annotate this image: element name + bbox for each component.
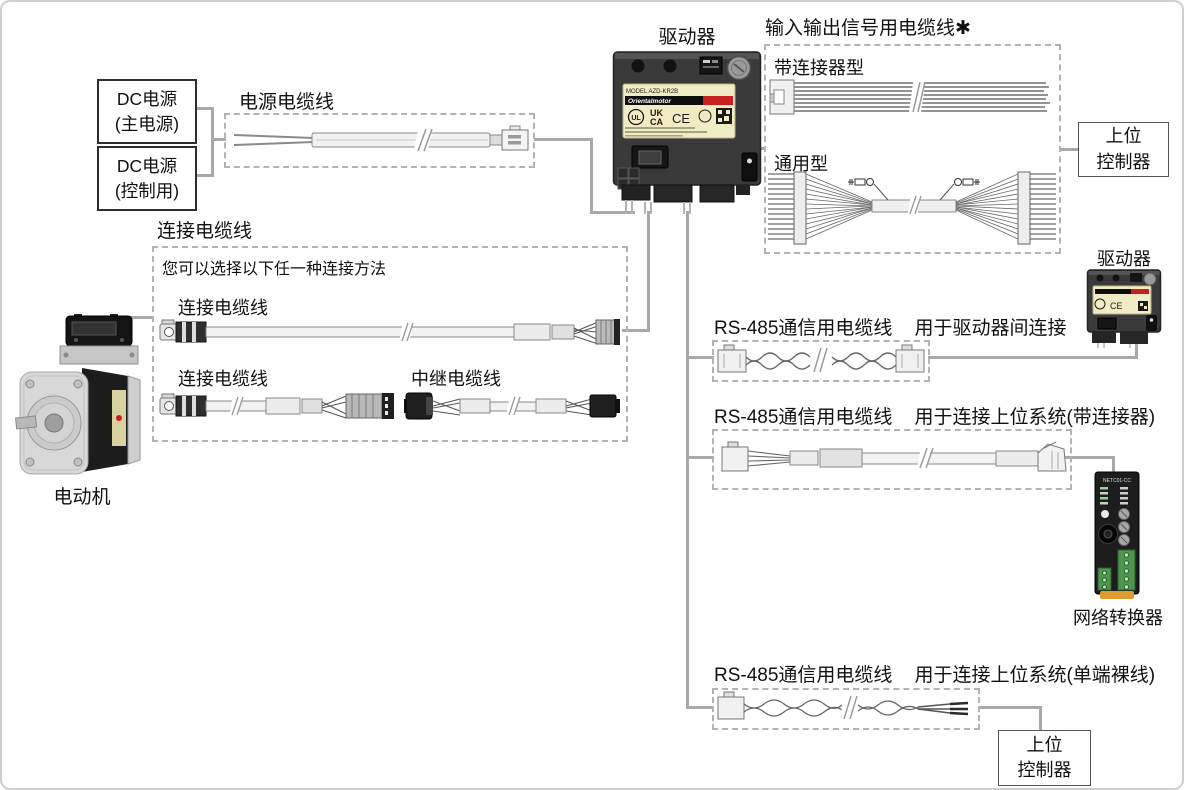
connection-cable1-drawing [159, 319, 620, 345]
rs485-host-bare-box [712, 688, 980, 730]
driver-model-text: MODEL AZD-KR2B [626, 89, 678, 95]
motor-device [14, 314, 141, 475]
rs485-host-connector-use: 用于连接上位系统(带连接器) [914, 407, 1156, 428]
io-cable-box [764, 44, 1061, 254]
driver-brand-text: Orientalmotor [628, 98, 671, 105]
io-ribbon-cable-drawing [769, 77, 1050, 119]
relay-cable-label: 中继电缆线 [411, 369, 501, 389]
driver-label: 驱动器 [658, 27, 716, 48]
dc-power-control-line1: DC电源 [116, 156, 178, 176]
wire-driver-to-connbox-h [622, 329, 650, 332]
network-converter-device: NETC01-CC [1094, 471, 1140, 599]
connection-method-note: 您可以选择以下任一种连接方法 [162, 261, 387, 278]
ukca-mark-line1: UK [650, 108, 663, 118]
host-bottom-line2: 控制器 [1017, 760, 1072, 780]
connection-cable2-label: 连接电缆线 [178, 369, 268, 389]
driver2-device: CE [1086, 269, 1162, 348]
wire-power-down [590, 138, 593, 214]
host-controller-bottom-box: 上位 控制器 [998, 730, 1091, 786]
wire-dc-to-powerbox [211, 138, 226, 141]
wire-rs3-to-host [978, 706, 1042, 709]
rs485-host-connector-title: RS-485通信用电缆线用于连接上位系统(带连接器) [714, 402, 1155, 429]
rs485-driver-link-box [712, 340, 930, 382]
wire-converter-drop [1112, 456, 1115, 473]
wire-iobox-to-host [1059, 148, 1079, 151]
rs485-host-connector-box [712, 429, 1072, 490]
rs485-cable-name: RS-485通信用电缆线 [714, 407, 893, 428]
rs485-host-connector-cable [721, 441, 1067, 472]
dc-power-main-line2: (主电源) [114, 113, 180, 134]
wire-powerbox-right [534, 138, 593, 141]
dc-power-main-line1: DC电源 [116, 89, 178, 109]
connection-cable-box [152, 246, 628, 442]
rs485-driver-link-use: 用于驱动器间连接 [914, 318, 1067, 339]
dc-power-control-box: DC电源 (控制用) [97, 146, 197, 211]
wire-rs1-to-driver2 [928, 356, 1138, 359]
power-cable-drawing [233, 125, 529, 155]
wire-rs485-trunk [686, 211, 689, 709]
io-general-label: 通用型 [774, 154, 828, 174]
wire-dc-main-stub [192, 107, 214, 110]
wire-trunk-to-rs1 [686, 356, 714, 359]
io-with-connector-label: 带连接器型 [774, 58, 864, 78]
wire-trunk-to-rs3 [686, 706, 714, 709]
rs485-host-bare-cable [717, 691, 969, 725]
connection-cable2-drawing [159, 393, 394, 419]
rs485-cable-name: RS-485通信用电缆线 [714, 318, 893, 339]
wire-driver2-drop [1135, 344, 1138, 359]
rs485-host-bare-use: 用于连接上位系统(单端裸线) [914, 665, 1156, 686]
connection-cable1-label: 连接电缆线 [178, 298, 268, 318]
wire-power-to-driver [590, 211, 635, 214]
ul-mark: UL [631, 115, 641, 122]
power-cable-title: 电源电缆线 [239, 92, 335, 113]
io-cable-title: 输入输出信号用电缆线✱ [765, 18, 971, 39]
wire-driver-to-connbox-v [647, 211, 650, 332]
power-cable-box [224, 113, 535, 168]
ukca-mark-line2: CA [650, 117, 663, 127]
dc-power-control-line2: (控制用) [114, 180, 180, 201]
driver-device: MODEL AZD-KR2B Orientalmotor UL UK CA CE [612, 51, 762, 214]
driver2-ce-mark: CE [1110, 301, 1123, 311]
wire-host-bottom-drop [1039, 706, 1042, 732]
connection-cable-title: 连接电缆线 [157, 221, 253, 242]
host-top-line1: 上位 [1105, 126, 1142, 147]
host-controller-top-box: 上位 控制器 [1078, 122, 1169, 177]
motor-label: 电动机 [53, 487, 111, 508]
relay-cable-drawing [404, 392, 620, 420]
network-converter-label: 网络转换器 [1073, 608, 1163, 628]
rs485-driver-link-cable [717, 343, 925, 379]
wire-trunk-to-rs2 [686, 456, 714, 459]
io-general-cable-drawing [768, 171, 1056, 245]
ce-mark: CE [672, 111, 690, 126]
host-bottom-line1: 上位 [1026, 734, 1063, 755]
wire-dc-bracket [211, 107, 214, 177]
wire-dc-ctrl-stub [192, 174, 214, 177]
rs485-cable-name: RS-485通信用电缆线 [714, 665, 893, 686]
driver2-label: 驱动器 [1097, 249, 1151, 269]
rs485-driver-link-title: RS-485通信用电缆线用于驱动器间连接 [714, 313, 1066, 340]
converter-model-text: NETC01-CC [1103, 478, 1131, 484]
rs485-host-bare-title: RS-485通信用电缆线用于连接上位系统(单端裸线) [714, 660, 1155, 687]
host-top-line2: 控制器 [1096, 151, 1151, 172]
dc-power-main-box: DC电源 (主电源) [97, 79, 197, 144]
wire-rs2-to-converter [1058, 456, 1115, 459]
